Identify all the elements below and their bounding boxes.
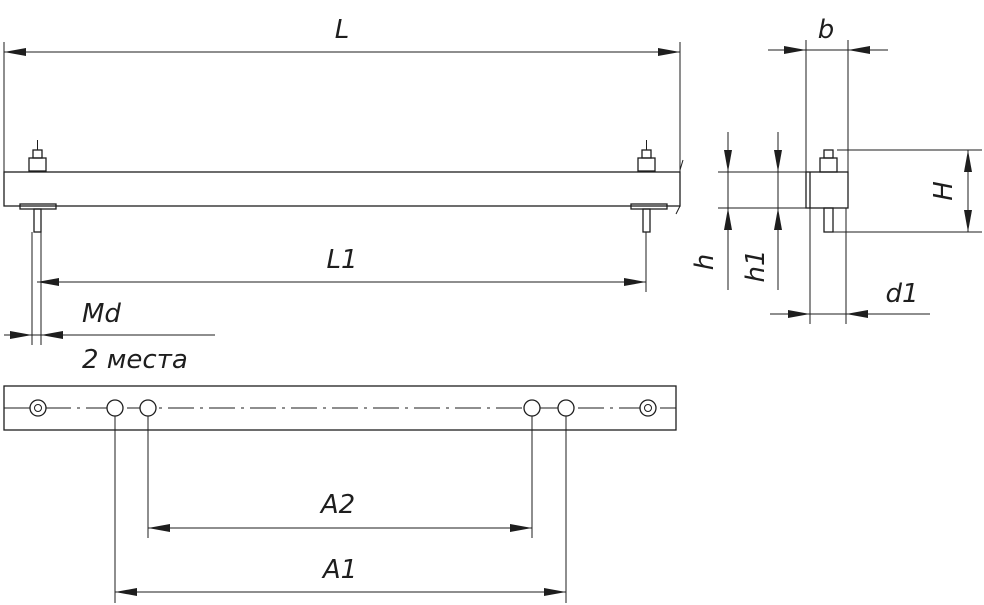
label-A2: A2 xyxy=(319,490,355,520)
dimension-h1: h1 xyxy=(741,132,782,290)
dimension-H: H xyxy=(833,149,982,233)
hole-5 xyxy=(557,399,575,417)
label-b: b xyxy=(818,15,835,45)
dimension-b: b xyxy=(768,15,888,172)
top-view: A2 A1 xyxy=(3,385,677,603)
dimension-A2: A2 xyxy=(147,416,533,538)
label-h1: h1 xyxy=(741,249,771,282)
side-view: b H h h1 xyxy=(690,15,982,324)
hole-4 xyxy=(523,399,541,417)
bar-front xyxy=(3,171,681,207)
dimension-d1: d1 xyxy=(770,208,930,324)
front-view: L L1 Md 2 места xyxy=(3,15,684,375)
side-bolt xyxy=(819,149,838,233)
label-L1: L1 xyxy=(326,245,357,275)
label-Md: Md xyxy=(82,299,121,329)
hole-1 xyxy=(29,399,47,417)
hole-6 xyxy=(639,399,657,417)
dimension-h: h xyxy=(690,132,768,290)
label-h: h xyxy=(690,254,720,270)
hole-2 xyxy=(106,399,124,417)
dimension-A1: A1 xyxy=(114,416,567,603)
left-bolt xyxy=(28,140,47,345)
angle-profile xyxy=(805,171,849,209)
label-A1: A1 xyxy=(321,555,357,585)
dimension-Md: Md 2 места xyxy=(4,299,215,375)
label-H: H xyxy=(929,181,959,201)
label-d1: d1 xyxy=(885,279,918,309)
dimension-L: L xyxy=(3,15,681,172)
label-L: L xyxy=(335,15,350,45)
right-bolt xyxy=(637,140,656,233)
dimension-L1: L1 xyxy=(37,232,647,292)
label-2-places: 2 места xyxy=(82,345,188,375)
hole-3 xyxy=(139,399,157,417)
